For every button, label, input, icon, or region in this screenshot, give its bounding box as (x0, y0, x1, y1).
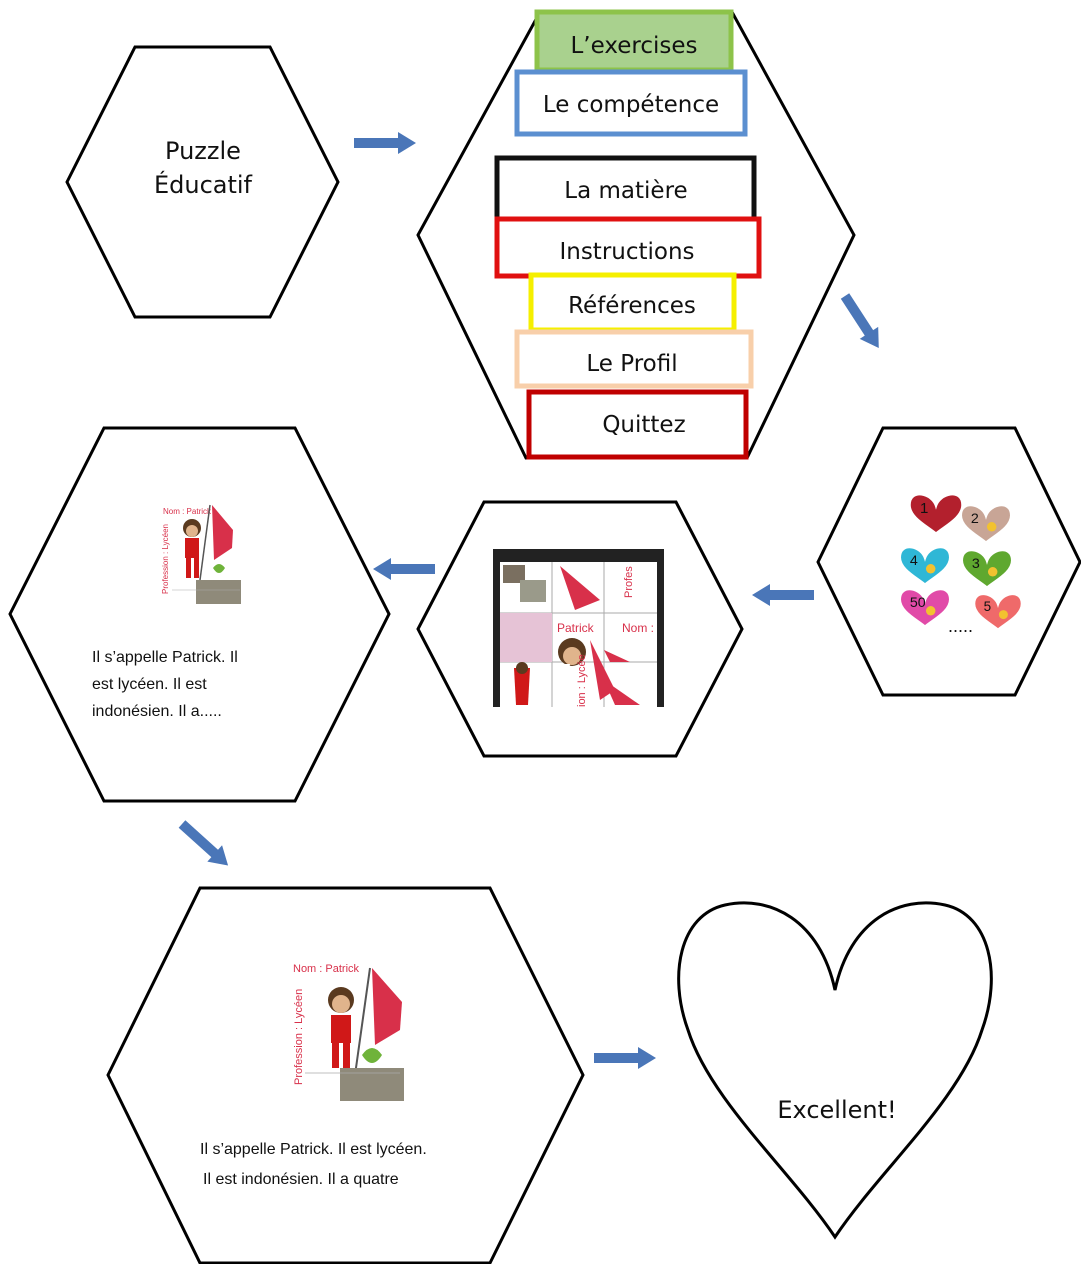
level-number: 5 (984, 599, 992, 614)
profile2-text-line2: Il est indonésien. Il a quatre (203, 1171, 399, 1188)
menu-item-instructions[interactable]: Instructions (494, 216, 762, 279)
heart-icon (909, 494, 963, 534)
menu-item-label: Instructions (559, 239, 694, 265)
menu-item-box[interactable] (528, 272, 737, 333)
result-heart: Excellent! (677, 901, 993, 1240)
profile2-profession-label: Profession : Lycéen (293, 989, 305, 1085)
menu-item-box[interactable] (514, 329, 754, 389)
lock-icon (986, 522, 997, 532)
puzzle-hexagon: Patrick Nom : Profes ion : Lycée (416, 500, 744, 758)
profile2-picture: Nom : Patrick Profession : Lycéen (293, 963, 404, 1101)
start-title-line1: Puzzle (165, 137, 241, 165)
lock-icon (925, 564, 936, 574)
heart-icon (899, 588, 951, 627)
profile-profession-label: Profession : Lycéen (161, 524, 170, 594)
start-title-line2: Éducatif (154, 170, 253, 199)
level-heart-5[interactable]: 50 (899, 588, 951, 627)
start-hexagon: Puzzle Éducatif (65, 45, 340, 319)
arrow-profile2-to-result (594, 1047, 656, 1069)
profile2-hexagon: Nom : Patrick Profession : Lycéen Il s’a… (106, 886, 585, 1264)
arrow-menu-to-levels (835, 290, 888, 354)
menu-item-label: Références (568, 293, 696, 319)
profile-name-label: Nom : Patrick (163, 507, 212, 516)
heart-icon (961, 549, 1013, 588)
menu-item-exercises[interactable]: L’exercises (534, 9, 734, 73)
heart-icon (973, 593, 1023, 630)
arrow-profile-to-profile2 (174, 815, 236, 874)
level-heart-4[interactable]: 3 (961, 549, 1013, 588)
menu-item-box[interactable] (534, 9, 734, 73)
level-number: 2 (971, 511, 979, 527)
level-heart-1[interactable]: 1 (909, 494, 963, 534)
menu-item-label: Le Profil (586, 351, 677, 377)
menu-item-profil[interactable]: Le Profil (514, 329, 754, 389)
result-label: Excellent! (777, 1096, 896, 1124)
menu-item-quittez[interactable]: Quittez (526, 389, 749, 460)
level-number: 1 (920, 500, 928, 517)
level-heart-6[interactable]: 5 (973, 593, 1023, 630)
menu-hexagon: L’exercises Le compétence La matièreInstru… (416, 9, 856, 460)
menu-item-label: L’exercises (570, 33, 697, 59)
profile-text-line2: est lycéen. Il est (92, 676, 207, 693)
menu-item-label: Le compétence (543, 92, 719, 118)
profile-text-line3: indonésien. Il a..... (92, 703, 222, 720)
puzzle-name-label: Patrick (557, 621, 595, 635)
lock-icon (925, 606, 936, 616)
profile2-text-line1: Il s’appelle Patrick. Il est lycéen. (200, 1141, 427, 1158)
level-number: 50 (910, 595, 926, 611)
menu-item-box[interactable] (494, 216, 762, 279)
level-hearts: 1 2 4 3 50 5 (899, 494, 1023, 630)
lock-icon (987, 567, 998, 577)
menu-item-references[interactable]: Références (528, 272, 737, 333)
levels-hexagon: 1 2 4 3 50 5 ..... (816, 426, 1081, 697)
menu-item-competence[interactable]: Le compétence (514, 69, 748, 137)
menu-item-label: La matière (564, 178, 687, 204)
arrow-start-to-menu (354, 132, 416, 154)
profile-picture: Nom : Patrick Profession : Lycéen (161, 504, 241, 604)
puzzle-partial-lycee: ion : Lycée (576, 654, 588, 707)
level-number: 3 (972, 556, 980, 572)
lock-icon (998, 610, 1008, 620)
menu-item-box[interactable] (514, 69, 748, 137)
profile-hexagon: Nom : Patrick Profession : Lycéen Il s’a… (8, 426, 391, 803)
levels-more-dots: ..... (948, 616, 973, 636)
heart-icon (960, 504, 1012, 543)
profile-text-line1: Il s’appelle Patrick. Il (92, 649, 238, 666)
profile2-name-label: Nom : Patrick (293, 963, 360, 975)
menu-item-box[interactable] (526, 389, 749, 460)
puzzle-board: Patrick Nom : Profes ion : Lycée (493, 549, 664, 707)
heart-icon (899, 546, 951, 585)
menu-item-label: Quittez (602, 412, 685, 438)
level-heart-3[interactable]: 4 (899, 546, 951, 585)
arrow-puzzle-to-profile (373, 558, 435, 580)
level-heart-2[interactable]: 2 (960, 504, 1012, 543)
level-number: 4 (910, 553, 918, 569)
puzzle-partial-profession: Profes (623, 566, 635, 598)
menu-item-matiere[interactable]: La matière (494, 155, 757, 223)
arrow-levels-to-puzzle (752, 584, 814, 606)
menu-items: L’exercises Le compétence La matièreInstru… (494, 9, 762, 460)
puzzle-name-prefix: Nom : (622, 621, 654, 635)
